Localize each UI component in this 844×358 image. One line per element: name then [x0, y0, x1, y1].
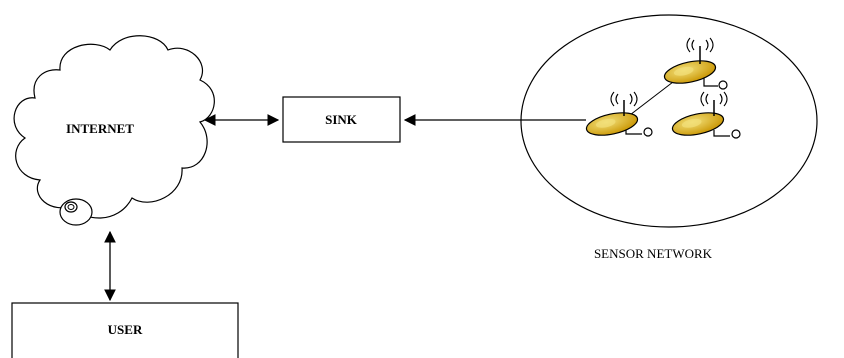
- wireless-signal-icon: [700, 91, 728, 107]
- sensor-node-icon: [663, 37, 728, 90]
- internet-cloud-icon: [13, 35, 215, 226]
- wireless-signal-icon: [610, 91, 638, 107]
- sensor-node-icon: [671, 91, 741, 139]
- sensor-node-icon: [585, 91, 653, 137]
- sensor-network-label: SENSOR NETWORK: [594, 246, 713, 261]
- internet-label: INTERNET: [66, 121, 134, 136]
- wireless-signal-icon: [686, 37, 714, 53]
- sensor-network-ellipse: [520, 14, 818, 228]
- sensor-link: [625, 81, 674, 119]
- user-box: [11, 302, 239, 358]
- sink-box: [282, 96, 401, 143]
- sink-label: SINK: [325, 112, 358, 127]
- user-label: USER: [108, 322, 143, 337]
